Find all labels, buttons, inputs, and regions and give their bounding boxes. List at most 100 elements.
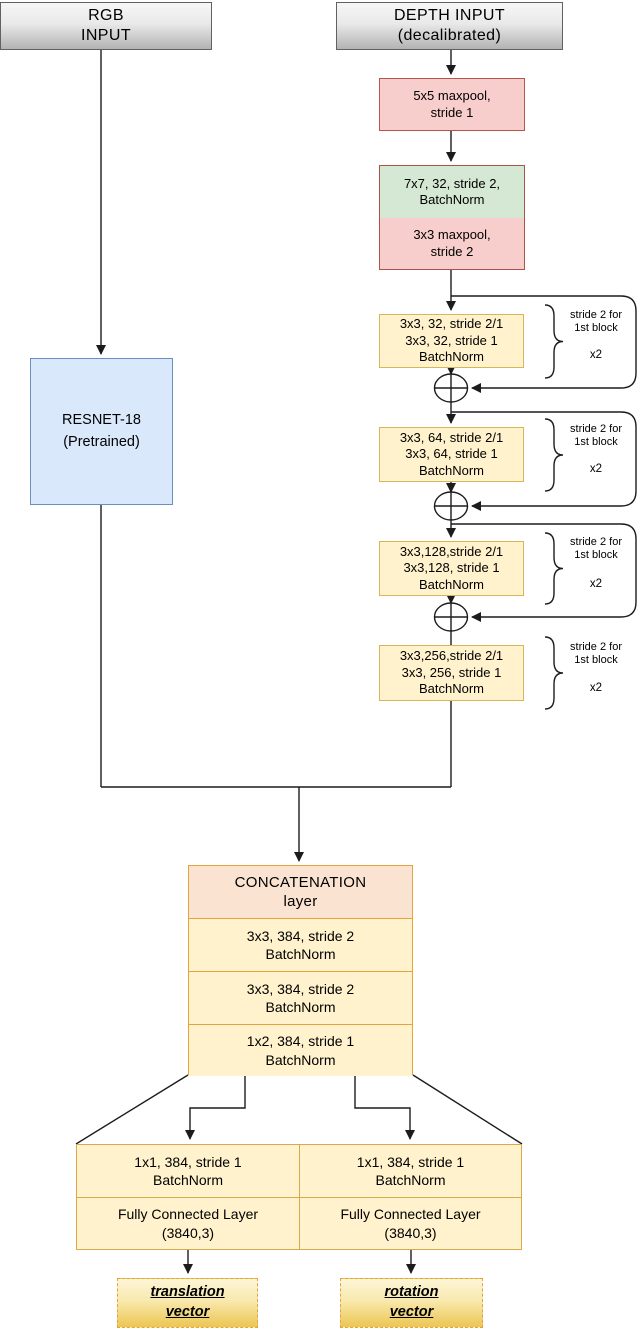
residual-add-icon (433, 373, 469, 403)
concat-conv-row-1: 3x3, 384, stride 2 BatchNorm (189, 918, 412, 971)
res-block-4-annotation: stride 2 for 1st block (556, 641, 636, 667)
res-block-3-annotation: stride 2 for 1st block (556, 536, 636, 562)
res-block-2-label: BatchNorm (418, 462, 485, 478)
maxpool-5x5-node: 5x5 maxpool, stride 1 (379, 78, 525, 131)
head-right-fc-label: (3840,3) (384, 1224, 437, 1241)
annotation-line: 1st block (574, 654, 618, 666)
skip-connection-3 (451, 523, 637, 622)
residual-add-nodes (433, 373, 469, 632)
translation-vector-output: translation vector (117, 1278, 258, 1328)
head-right-conv: 1x1, 384, stride 1 BatchNorm (299, 1145, 521, 1197)
head-right-conv-label: 1x1, 384, stride 1 (356, 1153, 465, 1170)
curly-brace-icon (544, 304, 564, 379)
concat-conv-row-3: 1x2, 384, stride 1 BatchNorm (189, 1024, 412, 1076)
conv-7x7-label: BatchNorm (419, 192, 485, 208)
annotation-line: stride 2 for (570, 423, 622, 435)
resnet18-node: RESNET-18 (Pretrained) (30, 358, 173, 505)
head-right-fc: Fully Connected Layer (3840,3) (299, 1197, 521, 1249)
translation-vector-label: translation (150, 1284, 225, 1301)
skip-connections (451, 295, 637, 622)
flow-edges (75, 50, 523, 1274)
res-block-1-label: BatchNorm (418, 349, 485, 365)
rotation-vector-label: vector (389, 1304, 434, 1320)
rgb-input-node: RGB INPUT (0, 2, 212, 50)
brace-icons (544, 304, 564, 710)
rgb-input-label: INPUT (81, 27, 131, 44)
annotation-line: stride 2 for (570, 536, 622, 548)
concat-row-label: BatchNorm (265, 1051, 336, 1068)
prediction-heads-block: 1x1, 384, stride 1 BatchNorm 1x1, 384, s… (76, 1144, 522, 1250)
head-left-fc-label: (3840,3) (161, 1224, 215, 1241)
res-block-1-node: 3x3, 32, stride 2/1 3x3, 32, stride 1 Ba… (379, 314, 524, 368)
head-left-fc-label: Fully Connected Layer (117, 1206, 259, 1223)
annotation-line: 1st block (574, 549, 618, 561)
res-block-4-label: BatchNorm (418, 681, 485, 697)
curly-brace-icon (544, 418, 564, 492)
conv-7x7-node: 7x7, 32, stride 2, BatchNorm (380, 166, 524, 219)
annotation-line: stride 2 for (570, 309, 622, 321)
concat-row-label: 3x3, 384, stride 2 (246, 980, 355, 997)
head-left-fc: Fully Connected Layer (3840,3) (77, 1197, 299, 1249)
edge-concat-to-head-right (354, 1075, 415, 1140)
res-block-3-label: 3x3,128,stride 2/1 (399, 543, 504, 559)
concatenation-header: CONCATENATION layer (189, 866, 412, 918)
res-block-1-label: 3x3, 32, stride 2/1 (399, 316, 504, 332)
residual-add-icon (433, 602, 469, 632)
res-block-1-annotation: stride 2 for 1st block (556, 309, 636, 335)
annotation-line: 1st block (574, 436, 618, 448)
res-block-2-label: 3x3, 64, stride 1 (405, 446, 498, 462)
res-block-4-label: 3x3,256,stride 2/1 (399, 648, 504, 664)
res-block-2-annotation: stride 2 for 1st block (556, 423, 636, 449)
res-block-4-label: 3x3, 256, stride 1 (401, 664, 502, 680)
skip-connection-1 (451, 295, 637, 393)
maxpool-5x5-label: stride 1 (430, 104, 474, 120)
skip-connection-2 (451, 411, 637, 511)
annotation-line: 1st block (574, 322, 618, 334)
edge-concat-diagonal-right (412, 1074, 523, 1145)
res-block-4-node: 3x3,256,stride 2/1 3x3, 256, stride 1 Ba… (379, 645, 524, 701)
res-block-4-repeat-label: x2 (589, 682, 603, 694)
res-block-2-repeat-label: x2 (589, 463, 603, 475)
depth-input-label: (decalibrated) (397, 27, 502, 44)
rgb-input-label: RGB (88, 6, 124, 24)
head-left-conv-label: BatchNorm (152, 1172, 224, 1188)
curly-brace-icon (544, 532, 564, 605)
resnet18-label: RESNET-18 (62, 412, 141, 429)
concatenation-label: layer (283, 893, 318, 910)
concat-conv-row-2: 3x3, 384, stride 2 BatchNorm (189, 971, 412, 1024)
conv-7x7-label: 7x7, 32, stride 2, (403, 175, 501, 191)
res-block-3-node: 3x3,128,stride 2/1 3x3,128, stride 1 Bat… (379, 541, 524, 596)
residual-add-icon (433, 491, 469, 521)
rotation-vector-label: rotation (384, 1284, 439, 1301)
stem-conv-maxpool-node: 7x7, 32, stride 2, BatchNorm 3x3 maxpool… (379, 165, 525, 270)
res-block-2-node: 3x3, 64, stride 2/1 3x3, 64, stride 1 Ba… (379, 427, 524, 482)
head-right-fc-label: Fully Connected Layer (340, 1206, 481, 1223)
concat-row-label: BatchNorm (265, 999, 336, 1015)
resnet18-label: (Pretrained) (63, 433, 140, 450)
res-block-3-label: BatchNorm (418, 576, 485, 592)
concat-row-label: 3x3, 384, stride 2 (246, 927, 355, 944)
edge-concat-to-head-left (185, 1075, 246, 1140)
maxpool-3x3-label: 3x3 maxpool, (413, 227, 491, 243)
translation-vector-label: vector (165, 1304, 210, 1320)
concatenation-label: CONCATENATION (234, 873, 367, 891)
maxpool-5x5-label: 5x5 maxpool, (413, 87, 491, 103)
res-block-3-label: 3x3,128, stride 1 (403, 560, 500, 576)
res-block-3-repeat-label: x2 (589, 578, 603, 590)
res-block-1-repeat-label: x2 (589, 349, 603, 361)
res-block-2-label: 3x3, 64, stride 2/1 (399, 429, 504, 445)
maxpool-3x3-node: 3x3 maxpool, stride 2 (380, 218, 524, 269)
depth-input-node: DEPTH INPUT (decalibrated) (336, 2, 563, 50)
edge-concat-diagonal-left (75, 1074, 189, 1145)
head-left-conv-label: 1x1, 384, stride 1 (134, 1153, 242, 1170)
curly-brace-icon (544, 636, 564, 710)
head-left-conv: 1x1, 384, stride 1 BatchNorm (77, 1145, 299, 1197)
concat-row-label: BatchNorm (265, 946, 336, 962)
concatenation-stack: CONCATENATION layer 3x3, 384, stride 2 B… (188, 865, 413, 1076)
concat-row-label: 1x2, 384, stride 1 (246, 1033, 355, 1050)
rotation-vector-output: rotation vector (340, 1278, 483, 1328)
depth-input-label: DEPTH INPUT (393, 6, 506, 24)
annotation-line: stride 2 for (570, 641, 622, 653)
